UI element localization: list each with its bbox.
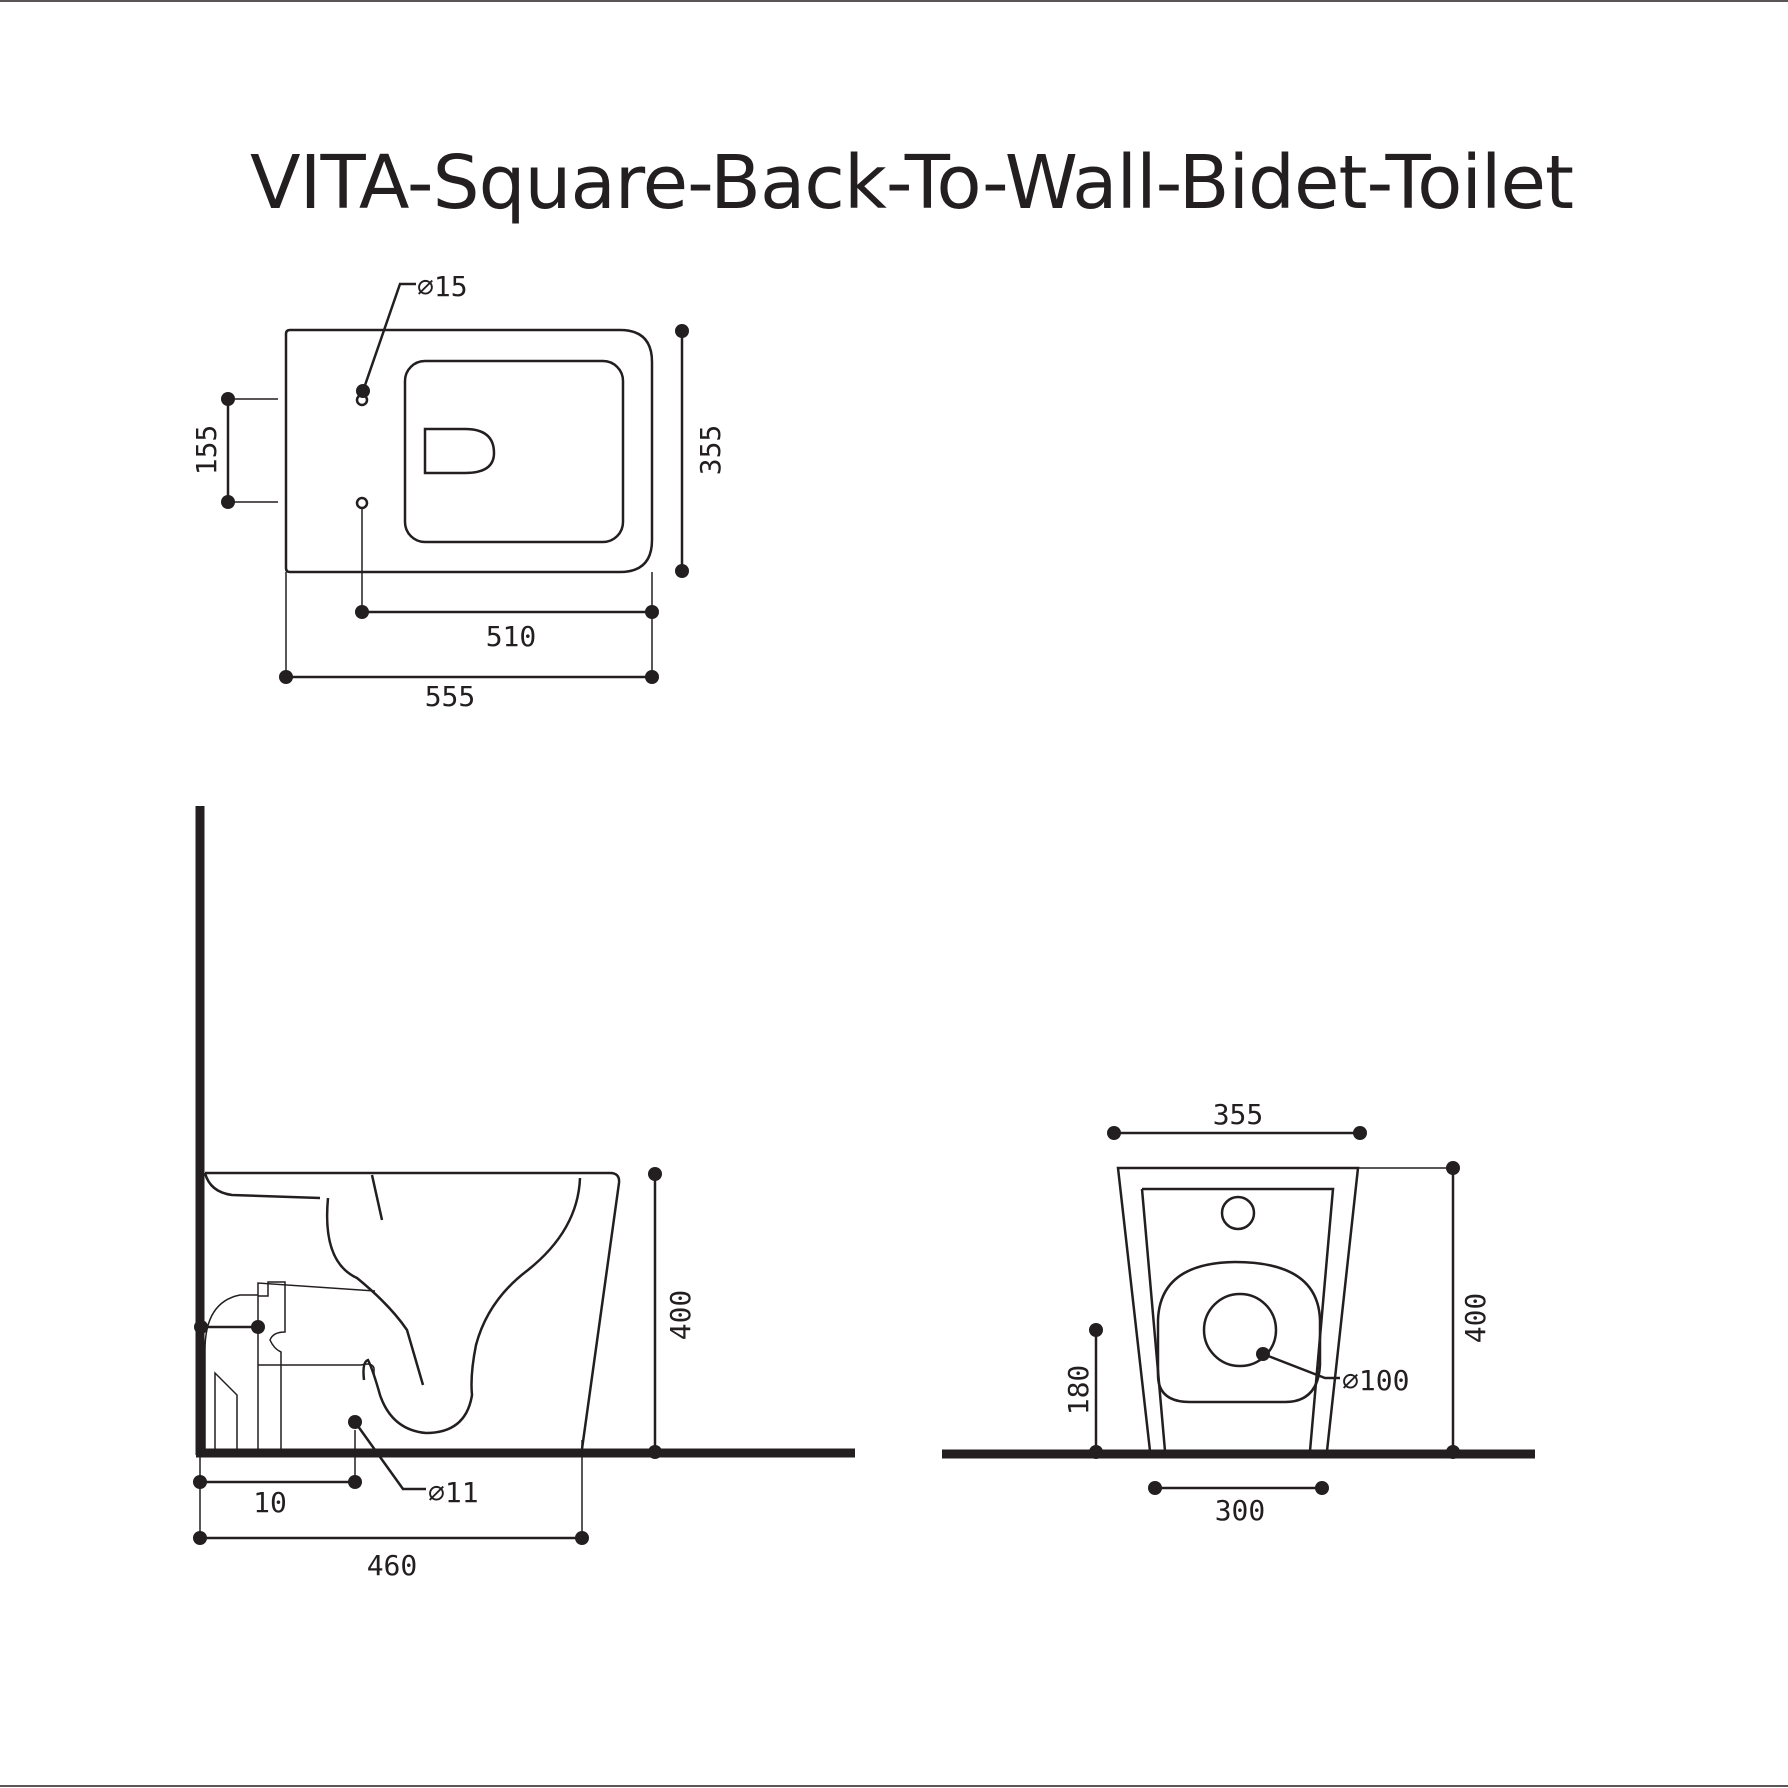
dim-dot (645, 670, 659, 684)
dim-dot (193, 1531, 207, 1545)
dim-dot (645, 605, 659, 619)
dim-dot (221, 392, 235, 406)
side-bowl-back (325, 1197, 425, 1386)
dim-dot (648, 1167, 662, 1181)
front-outlet-circle (1202, 1292, 1278, 1368)
hole-leader-line (361, 282, 416, 392)
front-inner-line (1142, 1187, 1335, 1452)
inlet-diameter-label: ∅11 (428, 1476, 479, 1509)
dim-dot (279, 670, 293, 684)
dim-dot (1107, 1126, 1121, 1140)
top-view: ∅15 155 355 510 555 (190, 270, 727, 713)
front-flush-hole (1220, 1195, 1256, 1231)
tap-hole-2 (355, 496, 369, 510)
side-pipe (258, 1363, 375, 1375)
outlet-offset-label: 10 (253, 1486, 287, 1519)
dim-dot (675, 564, 689, 578)
outlet-to-front-label: 510 (486, 620, 537, 653)
depth-label: 460 (367, 1549, 418, 1582)
length-label: 555 (425, 680, 476, 713)
product-title: VITA-Square-Back-To-Wall-Bidet-Toilet (250, 140, 1574, 226)
top-view-outlet (423, 427, 496, 475)
side-body-outline (205, 1171, 621, 1450)
dim-dot (1315, 1481, 1329, 1495)
side-pipe (257, 1281, 286, 1451)
dim-dot (1148, 1481, 1162, 1495)
height-label: 400 (664, 1290, 697, 1341)
hole-diameter-label: ∅15 (417, 270, 468, 303)
front-inner-line (1140, 1188, 1167, 1452)
dim-dot (1089, 1323, 1103, 1337)
top-width-label: 355 (1213, 1098, 1264, 1131)
side-bowl-line (370, 1174, 384, 1221)
side-view: ∅11 400 10 460 (193, 806, 855, 1582)
dim-dot (1353, 1126, 1367, 1140)
outlet-diameter-label: ∅100 (1342, 1364, 1409, 1397)
outlet-height-label: 180 (1062, 1365, 1095, 1416)
dim-dot (221, 495, 235, 509)
side-trapway (362, 1177, 582, 1435)
dim-dot (675, 324, 689, 338)
front-body-outline (1116, 1166, 1360, 1453)
hole-spacing-label: 155 (190, 425, 223, 476)
dim-dot (355, 605, 369, 619)
dim-dot (1089, 1445, 1103, 1459)
dim-dot (348, 1475, 362, 1489)
width-label: 355 (694, 425, 727, 476)
top-view-bowl (403, 359, 625, 544)
outlet-leader-line (1262, 1352, 1340, 1380)
inlet-leader-line (353, 1421, 426, 1491)
side-pipe (204, 1282, 376, 1451)
dim-dot (575, 1531, 589, 1545)
dim-dot (1446, 1445, 1460, 1459)
side-pipe (214, 1371, 238, 1451)
side-rim (203, 1172, 321, 1200)
front-height-label: 400 (1459, 1293, 1492, 1344)
front-view: ∅100 355 400 180 300 (942, 1098, 1535, 1527)
base-width-label: 300 (1215, 1494, 1266, 1527)
dim-dot (648, 1445, 662, 1459)
dim-dot (1446, 1161, 1460, 1175)
top-view-outline (284, 328, 654, 574)
front-seat-outline (1156, 1260, 1322, 1404)
